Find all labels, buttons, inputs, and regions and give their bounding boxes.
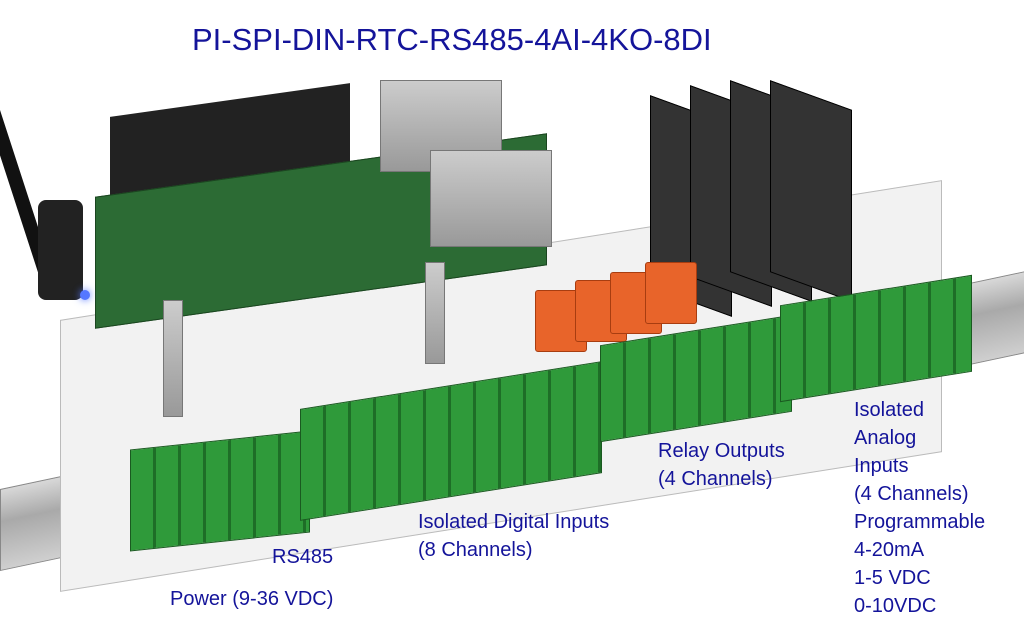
label-analog-line: 4-20mA [854, 539, 925, 561]
power-plug [38, 200, 83, 300]
label-analog-line: 0-10VDC [854, 595, 937, 617]
product-title: PI-SPI-DIN-RTC-RS485-4AI-4KO-8DI [192, 22, 712, 57]
label-rs485: RS485 [272, 546, 334, 568]
label-power: Power (9-36 VDC) [170, 588, 334, 610]
blue-led [80, 290, 90, 300]
label-digital-inputs: Isolated Digital Inputs (8 Channels) [418, 508, 609, 564]
standoff [425, 262, 445, 364]
label-digital-line2: (8 Channels) [418, 539, 533, 561]
label-analog-inputs: Isolated Analog Inputs (4 Channels) Prog… [854, 396, 985, 620]
label-analog-line: 1-5 VDC [854, 567, 931, 589]
relay [645, 262, 697, 324]
label-analog-line: Isolated [854, 399, 925, 421]
ethernet-port [430, 150, 552, 247]
label-analog-line: Inputs [854, 455, 909, 477]
label-analog-line: Analog [854, 427, 917, 449]
analog-module [770, 80, 852, 302]
label-relay-outputs: Relay Outputs (4 Channels) [658, 437, 785, 493]
label-relay-line2: (4 Channels) [658, 468, 773, 490]
label-analog-line: Programmable [854, 511, 986, 533]
label-relay-line1: Relay Outputs [658, 440, 785, 462]
label-digital-line1: Isolated Digital Inputs [418, 511, 610, 533]
standoff [163, 300, 183, 417]
label-analog-line: (4 Channels) [854, 483, 969, 505]
terminal-block-power-rs485 [130, 430, 310, 552]
